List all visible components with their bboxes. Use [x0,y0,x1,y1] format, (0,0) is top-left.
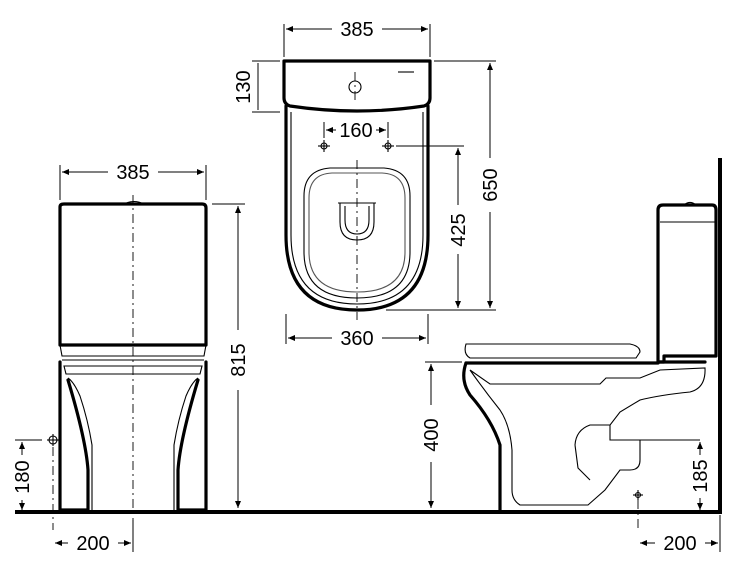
front-pedestal [58,360,208,512]
top-bowl [284,104,430,312]
side-view [462,201,718,530]
dim-top-bolt-spacing: 160 [323,120,389,142]
dim-label-top-bowl-width: 360 [340,328,373,350]
dim-side-seat-height: 400 [421,361,462,508]
front-tank [58,202,208,347]
dim-label-top-width: 385 [340,19,373,41]
dim-label-front-floor-offset: 200 [76,533,109,555]
bolt-hole-right [382,140,394,152]
dim-label-top-bowl-length: 425 [448,213,470,246]
dim-label-side-outlet-height: 185 [690,459,712,492]
dim-label-top-total-length: 650 [480,168,502,201]
side-tank [656,203,718,364]
top-view [282,59,432,320]
dim-front-height: 815 [212,203,250,508]
bolt-hole-left [318,140,330,152]
dim-label-top-tank-depth: 130 [233,70,255,103]
dim-top-tank-depth: 130 [233,60,280,113]
front-view [47,195,208,530]
front-seat [59,344,207,357]
dim-label-front-inlet-height: 180 [12,460,34,493]
side-bowl-body [469,367,706,506]
dim-front-inlet-height: 180 [12,439,42,510]
top-tank [282,59,432,113]
dim-label-side-seat-height: 400 [421,418,443,451]
dim-top-bowl-width: 360 [285,314,429,350]
top-seat-opening [303,167,411,299]
side-seat [464,343,641,359]
dim-top-bowl-length: 425 [396,145,470,308]
dim-front-floor-offset: 200 [55,520,134,555]
dim-label-front-width: 385 [116,162,149,184]
side-bowl-rim [464,360,707,365]
dim-top-width: 385 [283,19,431,57]
dim-top-total-length: 650 [386,60,502,311]
dim-side-wall-offset: 200 [640,515,721,555]
dim-label-top-bolt-spacing: 160 [339,120,372,142]
dim-side-outlet-height: 185 [690,442,712,510]
dim-label-front-height: 815 [228,343,250,376]
dim-label-side-wall-offset: 200 [663,533,696,555]
dim-front-width: 385 [59,162,207,200]
